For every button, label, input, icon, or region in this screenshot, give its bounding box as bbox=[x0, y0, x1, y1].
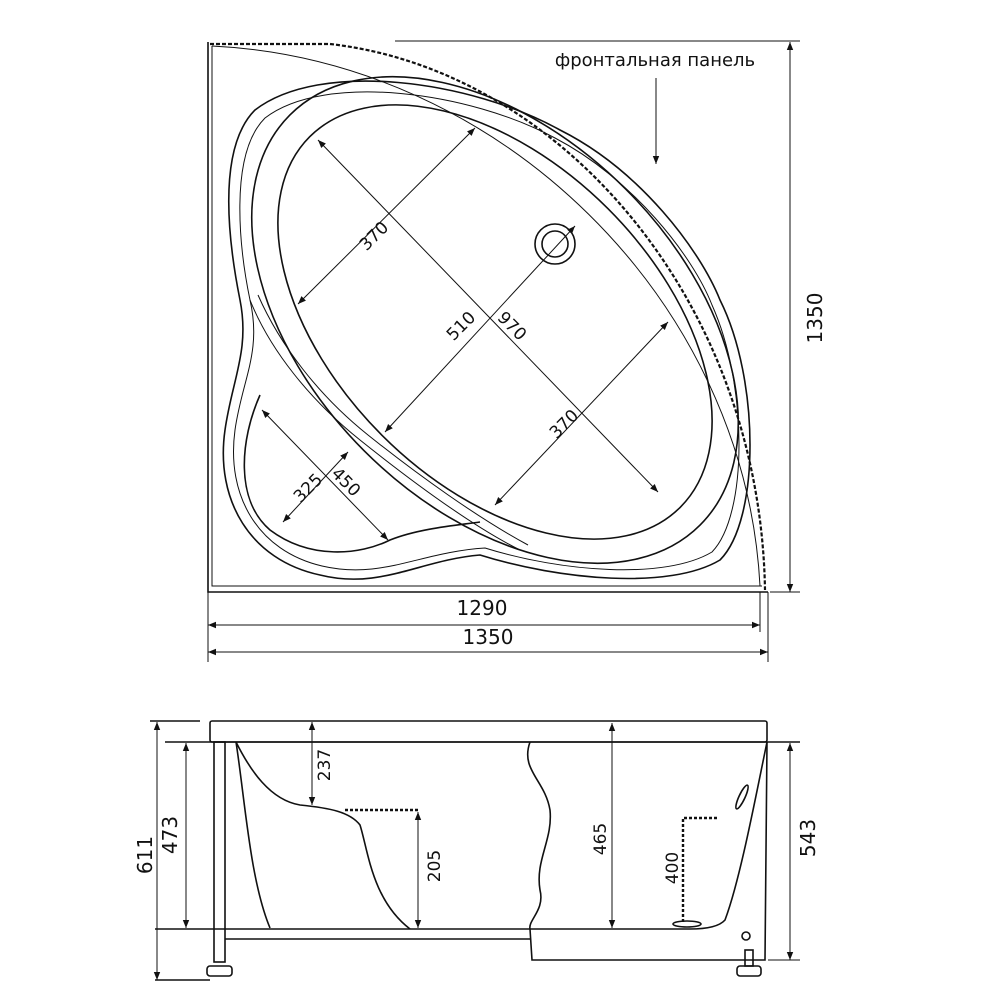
outer-frame bbox=[207, 42, 768, 593]
overflow-guide-line bbox=[681, 816, 717, 922]
inner-frame bbox=[211, 46, 762, 587]
dim-line-325 bbox=[282, 451, 349, 523]
dim-line-510 bbox=[384, 225, 576, 433]
dim-543: 543 bbox=[796, 819, 820, 857]
dim-line-450 bbox=[261, 409, 389, 541]
drain-outer-icon bbox=[534, 223, 576, 265]
dim-line-370-upper bbox=[297, 127, 476, 305]
drain-side-icon bbox=[672, 920, 702, 928]
dim-450: 450 bbox=[327, 464, 364, 501]
basin-outer bbox=[250, 75, 740, 565]
tub-rim-side bbox=[209, 720, 768, 743]
dim-width-1290: 1290 bbox=[457, 596, 508, 620]
front-panel-inner-arc bbox=[211, 45, 761, 587]
seat-ledge-line bbox=[249, 299, 521, 551]
tub-wall-right bbox=[530, 741, 768, 930]
drain-inner-icon bbox=[541, 230, 569, 258]
foot-left bbox=[206, 965, 233, 977]
leg-right bbox=[744, 949, 754, 967]
dim-970: 970 bbox=[493, 308, 530, 345]
dim-510: 510 bbox=[443, 308, 480, 345]
leg-left bbox=[213, 741, 226, 963]
dim-473: 473 bbox=[158, 816, 182, 854]
dim-400: 400 bbox=[663, 852, 683, 884]
break-line bbox=[526, 741, 768, 961]
seat-profile bbox=[235, 741, 411, 930]
overflow-icon bbox=[735, 784, 749, 810]
dim-line-370-lower bbox=[494, 321, 669, 506]
dim-370-lower: 370 bbox=[546, 406, 583, 443]
dim-237: 237 bbox=[315, 749, 335, 781]
top-view: 370 510 970 370 325 450 фронтальная пане… bbox=[207, 40, 827, 662]
dim-370-upper: 370 bbox=[356, 218, 393, 255]
dim-611: 611 bbox=[133, 836, 157, 874]
side-view: 611 473 237 205 465 400 543 bbox=[133, 720, 820, 981]
foot-right bbox=[736, 965, 762, 977]
seat-ledge-line bbox=[257, 294, 529, 546]
dim-465: 465 bbox=[591, 823, 611, 855]
tub-wall-left bbox=[235, 741, 271, 929]
front-panel-label: фронтальная панель bbox=[555, 50, 755, 71]
dim-325: 325 bbox=[290, 470, 327, 507]
seat-lobe bbox=[243, 394, 481, 553]
dim-width-1350: 1350 bbox=[463, 625, 514, 649]
dim-205: 205 bbox=[425, 850, 445, 882]
valve-icon bbox=[741, 931, 751, 941]
dim-line-970 bbox=[317, 139, 659, 493]
dim-height-1350: 1350 bbox=[803, 293, 827, 344]
